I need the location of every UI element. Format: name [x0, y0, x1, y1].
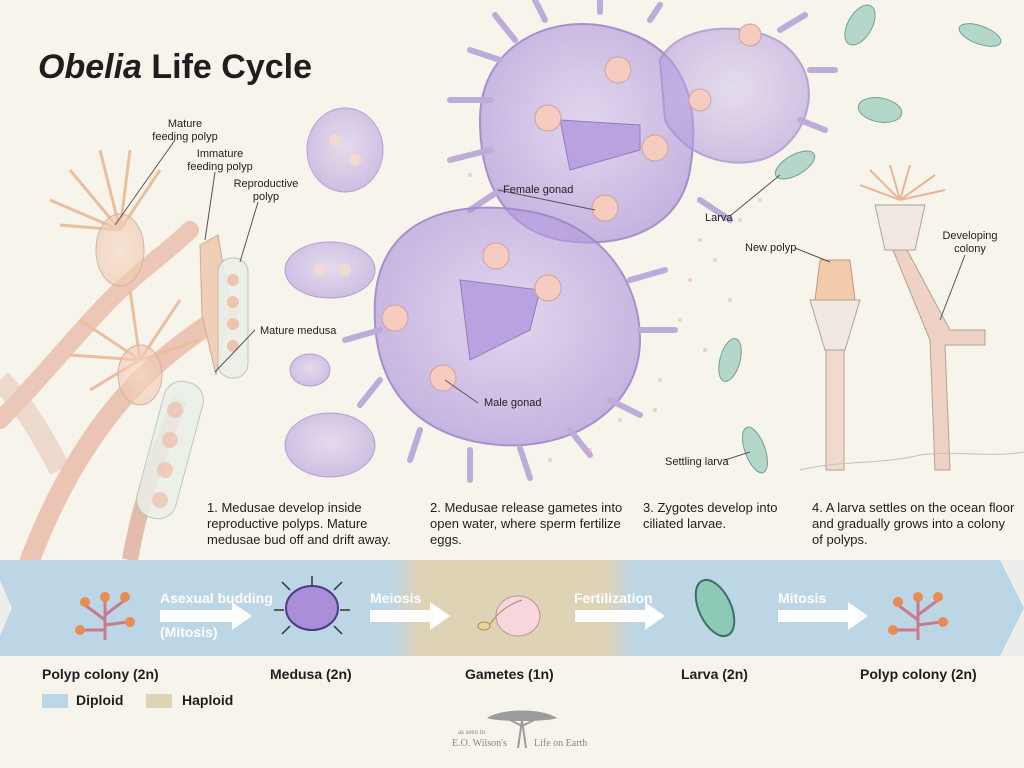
arrow-label-mitosis: Mitosis: [778, 590, 827, 606]
band-arrows: [160, 602, 868, 630]
label-female-gonad: Female gonad: [503, 184, 574, 196]
stage-label-polyp-colony-1: Polyp colony (2n): [42, 666, 159, 682]
label-larva: Larva: [705, 212, 733, 224]
medusa-drawing-top: [447, 0, 838, 244]
illustration: [0, 0, 1024, 560]
new-polyp-drawing: [809, 259, 861, 471]
stage-label-medusa: Medusa (2n): [270, 666, 352, 682]
step-2-text: 2. Medusae release gametes into open wat…: [430, 500, 623, 547]
label-developing-colony: Developing colony: [942, 230, 998, 255]
label-reproductive-polyp: Reproductive polyp: [233, 178, 299, 203]
page-title: Obelia Life Cycle: [38, 48, 312, 87]
polyp-colony-drawing: [0, 149, 249, 560]
stage-icon-polyp-colony-2: [888, 592, 948, 640]
legend-label-haploid: Haploid: [182, 692, 234, 708]
arrow-label-meiosis: Meiosis: [370, 590, 422, 606]
credit-logo: as seen in E.O. Wilson's Life on Earth: [452, 700, 592, 756]
small-medusae: [284, 107, 384, 478]
developing-colony-drawing: [859, 164, 986, 471]
legend-swatch-diploid: [42, 694, 68, 708]
credit-as-seen-in: as seen in: [458, 728, 486, 736]
step-3-text: 3. Zygotes develop into ciliated larvae.: [643, 500, 778, 531]
step-1-text: 1. Medusae develop inside reproductive p…: [207, 500, 391, 547]
gamete-speckles: [448, 158, 762, 462]
title-rest: Life Cycle: [141, 48, 313, 86]
stage-label-larva: Larva (2n): [681, 666, 748, 682]
process-band: [0, 560, 1024, 656]
label-immature-feeding-polyp: Immature feeding polyp: [187, 148, 253, 173]
legend-label-diploid: Diploid: [76, 692, 124, 708]
stage-icon-medusa: [274, 576, 350, 635]
stage-icon-gametes: [477, 595, 541, 637]
stage-icon-polyp-colony-1: [75, 592, 135, 640]
arrow-label-mitosis-paren: (Mitosis): [160, 624, 218, 640]
leader-lines: [114, 139, 966, 461]
credit-left: E.O. Wilson's: [452, 738, 507, 749]
medusa-drawing-bottom: [342, 206, 678, 483]
legend-swatch-haploid: [146, 694, 172, 708]
label-mature-medusa: Mature medusa: [260, 325, 337, 337]
larva-drawings: [718, 4, 1002, 474]
stage-icon-larva: [694, 578, 736, 638]
acacia-tree-icon: [487, 710, 557, 749]
label-settling-larva: Settling larva: [665, 456, 729, 468]
arrow-label-asexual-budding: Asexual budding: [160, 590, 273, 606]
label-mature-feeding-polyp: Mature feeding polyp: [152, 118, 218, 143]
label-male-gonad: Male gonad: [484, 397, 542, 409]
stage-label-polyp-colony-2: Polyp colony (2n): [860, 666, 977, 682]
step-4-text: 4. A larva settles on the ocean floor an…: [812, 500, 1015, 547]
arrow-label-fertilization: Fertilization: [574, 590, 653, 606]
title-genus: Obelia: [38, 48, 142, 86]
stage-label-gametes: Gametes (1n): [465, 666, 554, 682]
credit-right: Life on Earth: [534, 738, 588, 749]
label-new-polyp: New polyp: [745, 242, 797, 254]
